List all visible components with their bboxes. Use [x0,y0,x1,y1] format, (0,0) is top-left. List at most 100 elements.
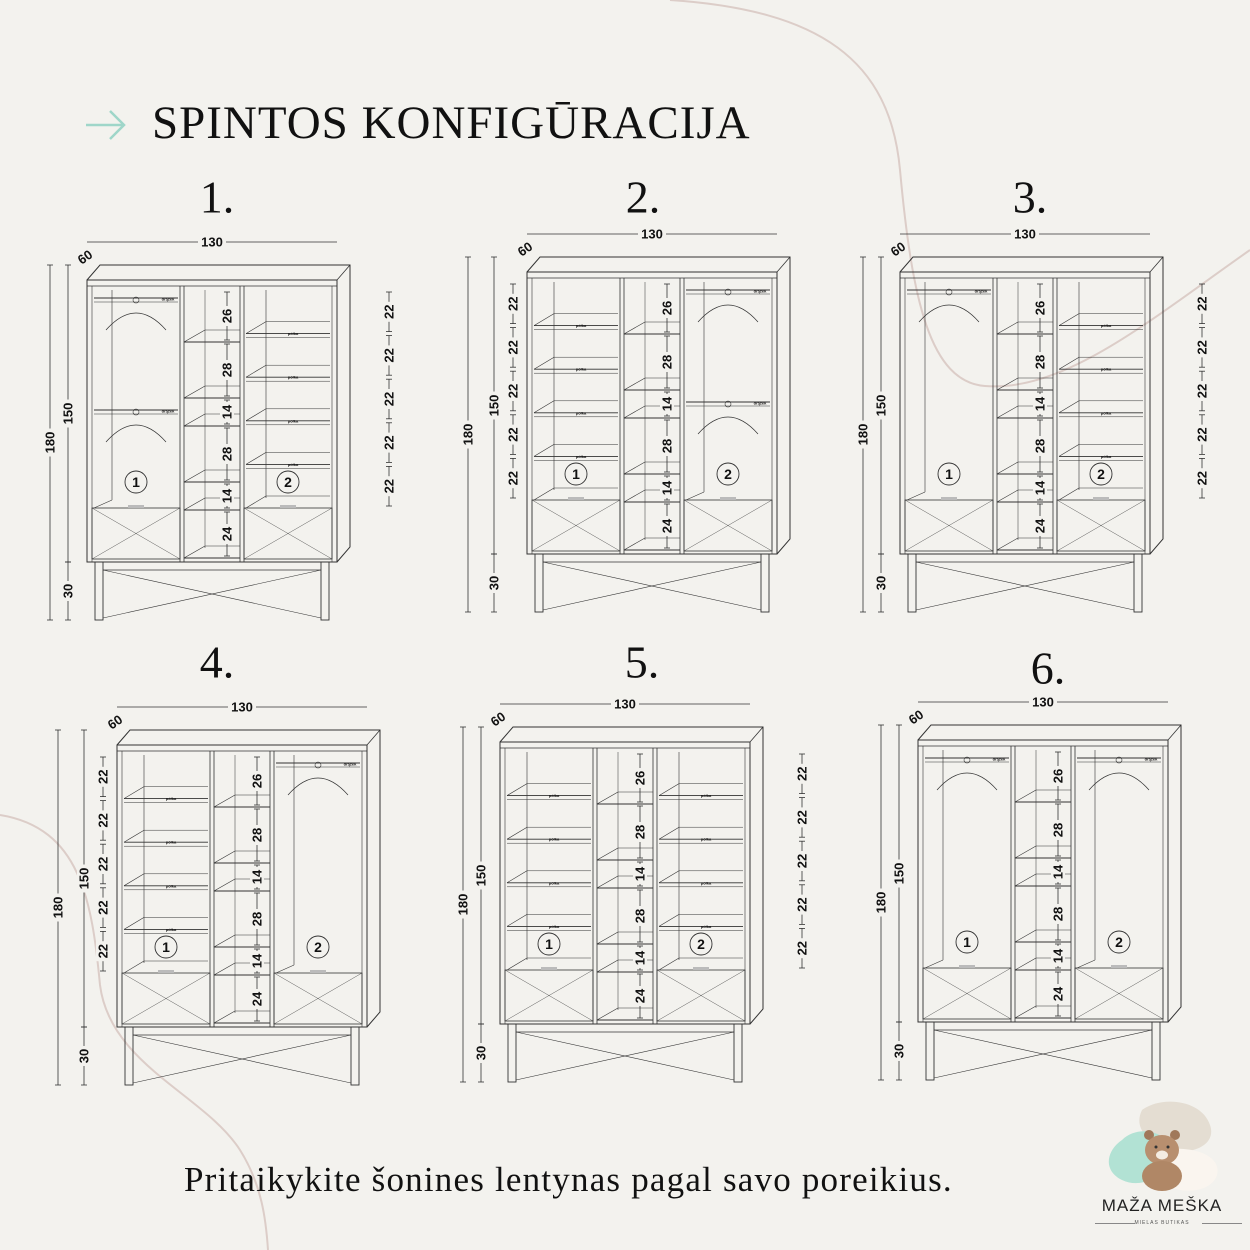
compartment-height-label: 28 [660,355,675,369]
label-background [1051,946,1065,966]
label-background [633,986,647,1006]
shelf-label: półka [576,454,587,459]
section-number: 1 [963,934,971,950]
compartment-height-label: 28 [633,909,648,923]
label-background [1033,394,1047,414]
side-shelf-height-label: 22 [382,348,397,362]
shelf-perspective-edge [996,537,1019,551]
shelf-perspective-edge [623,405,646,419]
cabinet-front [526,271,778,555]
shelf-perspective-edge [1014,957,1037,971]
side-shelf-height-label: 22 [1195,427,1210,441]
shelf-perspective-edge [596,959,619,973]
side-shelf-height-label: 22 [96,770,111,784]
body-height-label: 150 [874,395,889,417]
cabinet-outline [917,724,1182,1023]
config-number: 4. [200,637,235,688]
section-number-badge [955,930,979,954]
label-background [660,436,674,456]
cabinet-3: 262814281424drążek1półkapółkapółkapółka2… [856,227,1210,613]
shelf-perspective-edge [1014,845,1037,859]
depth-label: 60 [105,712,125,733]
shelf-perspective-edge [213,962,236,976]
compartment-height-label: 14 [1033,480,1048,495]
label-background [633,906,647,926]
leg-brace [102,569,322,619]
shelf-perspective-edge [123,829,145,843]
compartment-height-label: 14 [220,488,235,503]
shelf-label: półka [288,462,299,467]
shelf-perspective-edge [996,405,1019,419]
compartment-height-label: 28 [250,828,265,842]
shelf-perspective-edge [245,452,267,465]
compartment-height-label: 14 [660,480,675,495]
total-height-label: 180 [43,432,58,454]
cabinet-5: 262814281424półkapółkapółkapółka1półkapó… [456,697,810,1083]
shelf-perspective-edge [1058,487,1080,501]
label-background [1051,984,1065,1004]
legs-height-label: 30 [474,1046,489,1060]
label-background [220,306,234,326]
shelf-label: półka [576,410,587,415]
shelf-perspective-edge [213,794,236,808]
total-height-label: 180 [874,892,889,914]
body-height-label: 150 [892,863,907,885]
hanger-icon [918,304,980,323]
label-background [474,1043,488,1063]
side-shelf-height-label: 22 [96,944,111,958]
shelf-perspective-edge [506,826,528,840]
drawer-cross [504,969,594,1022]
decorative-curve [669,0,1250,388]
section-number: 2 [1097,466,1105,482]
label-background [660,394,674,414]
shelf-label: półka [701,880,712,885]
drawer-handle [959,965,975,968]
shelf-label: półka [549,880,560,885]
shelf-label: półka [166,883,177,888]
body-height-label: 150 [77,868,92,890]
section-number-badge [564,462,588,486]
width-label: 130 [231,700,253,715]
label-background [506,424,520,445]
section-number-badge [537,932,561,956]
label-background [1011,227,1039,241]
leg [507,1023,517,1083]
shelf-perspective-edge [1058,356,1080,370]
side-shelf-height-label: 22 [1195,297,1210,311]
cabinet-front [917,739,1169,1023]
compartment-height-label: 28 [1033,439,1048,453]
body-height-label: 150 [487,395,502,417]
cabinet-front [899,271,1151,555]
label-background [1195,424,1209,445]
label-background [1195,381,1209,401]
cabinet-2: 262814281424półkapółkapółkapółka1drążekd… [461,227,791,613]
shelf-perspective-edge [1058,313,1080,326]
label-background [874,573,888,593]
shelf-label: półka [166,840,177,845]
shelf-perspective-edge [623,537,646,551]
cabinet-1: 262814281424drążekdrążek1półkapółkapółka… [43,235,397,621]
drawer-handle [941,497,957,500]
shelf-label: półka [288,418,299,423]
label-background [198,235,226,249]
legs-height-label: 30 [61,584,76,598]
drawer-cross [904,499,994,552]
side-shelf-height-label: 22 [506,427,521,441]
shelf-label: półka [1101,410,1112,415]
shelf-perspective-edge [623,321,646,335]
body-height-label: 150 [61,403,76,425]
label-background [96,897,110,918]
label-background [61,581,75,601]
shelf-perspective-edge [996,321,1019,335]
label-background [1195,293,1209,314]
total-height-label: 180 [51,897,66,919]
shelf-perspective-edge [533,444,555,457]
side-shelf-height-label: 22 [506,340,521,354]
drawer-cross [91,507,181,560]
section-number-badge [276,470,300,494]
label-background [1051,904,1065,924]
drawer-handle [1093,497,1109,500]
shelf-perspective-edge [996,461,1019,475]
brand-tagline: MIELAS BUTIKAS [1134,1220,1190,1226]
rod-label: drążek [754,401,767,406]
